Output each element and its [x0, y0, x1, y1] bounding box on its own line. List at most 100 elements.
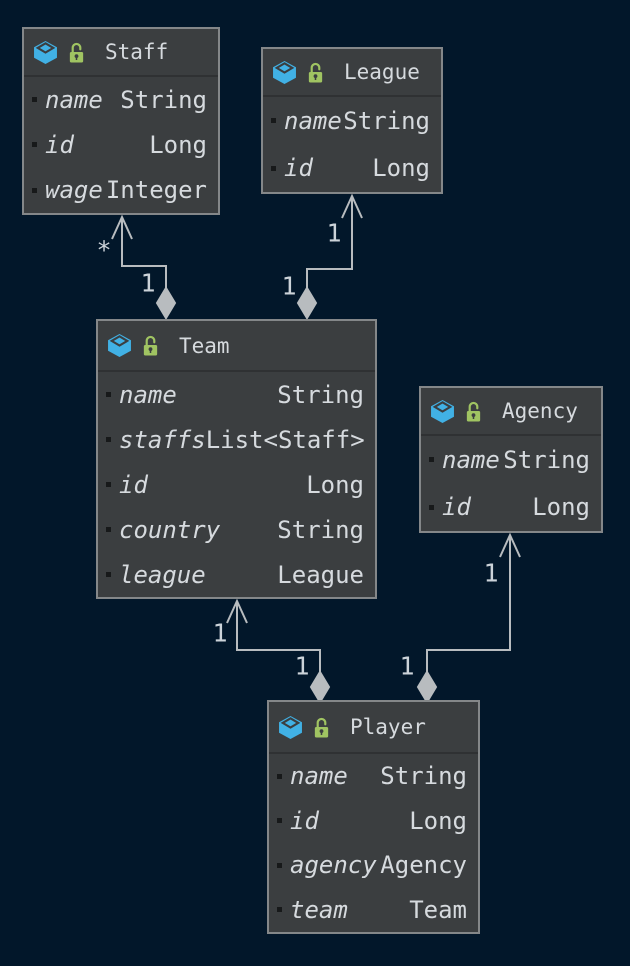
entity-title: Agency [502, 399, 578, 423]
entity-fields: name String id Long [421, 436, 601, 531]
entity-header[interactable]: League [263, 49, 441, 97]
multiplicity-label: 1 [140, 268, 156, 298]
field-row[interactable]: name String [263, 97, 441, 145]
aggregation-diamond-icon [155, 286, 177, 320]
field-name: name [290, 762, 348, 791]
entity-team[interactable]: Team name String staffs List<Staff> id L… [96, 319, 377, 599]
open-arrowhead-icon [341, 193, 363, 219]
field-name: team [290, 895, 348, 924]
field-name: name [119, 380, 177, 409]
field-name: id [290, 806, 319, 835]
field-row[interactable]: agency Agency [269, 843, 478, 888]
field-type: Long [149, 130, 207, 159]
entity-title: League [344, 60, 420, 84]
entity-fields: name String id Long wage Integer [24, 77, 218, 213]
aggregation-diamond-icon [309, 670, 331, 704]
field-bullet-icon [277, 862, 282, 868]
edge-player-team[interactable] [226, 598, 331, 704]
entity-staff[interactable]: Staff name String id Long wage Integer [22, 27, 220, 215]
field-bullet-icon [106, 392, 111, 397]
multiplicity-label: 1 [281, 271, 297, 301]
field-type: String [380, 762, 467, 791]
entity-header[interactable]: Team [98, 321, 375, 372]
field-type: String [277, 515, 364, 544]
field-name: id [119, 470, 148, 499]
field-type: Long [532, 493, 590, 522]
field-name: wage [45, 176, 103, 205]
field-row[interactable]: id Long [98, 462, 375, 507]
aggregation-diamond-icon [416, 670, 438, 704]
entity-title: Player [350, 715, 426, 739]
unlocked-icon [466, 401, 481, 421]
field-name: id [45, 130, 74, 159]
field-bullet-icon [277, 907, 282, 913]
unlocked-icon [143, 335, 158, 356]
field-row[interactable]: name String [421, 436, 601, 484]
field-row[interactable]: id Long [421, 484, 601, 532]
field-row[interactable]: name String [24, 77, 218, 122]
field-row[interactable]: country String [98, 507, 375, 552]
open-arrowhead-icon [499, 532, 521, 558]
field-row[interactable]: team Team [269, 888, 478, 933]
field-bullet-icon [106, 482, 111, 487]
entity-title: Team [179, 333, 230, 358]
unlocked-icon [69, 42, 84, 62]
field-bullet-icon [32, 97, 37, 103]
multiplicity-label: 1 [212, 618, 228, 648]
field-bullet-icon [106, 437, 111, 442]
edge-player-agency[interactable] [416, 532, 521, 704]
field-name: name [45, 85, 103, 114]
field-bullet-icon [277, 773, 282, 779]
field-row[interactable]: wage Integer [24, 168, 218, 213]
unlocked-icon [308, 62, 323, 82]
class-icon [108, 334, 131, 357]
field-row[interactable]: id Long [269, 799, 478, 844]
field-row[interactable]: id Long [263, 145, 441, 193]
multiplicity-label: * [96, 235, 112, 265]
edge-team-league[interactable] [296, 193, 363, 320]
entity-header[interactable]: Player [269, 702, 478, 754]
field-bullet-icon [429, 504, 434, 510]
multiplicity-label: 1 [483, 558, 499, 588]
field-type: Long [306, 470, 364, 499]
field-bullet-icon [32, 187, 37, 193]
entity-fields: name String staffs List<Staff> id Long c… [98, 372, 375, 597]
field-type: Long [372, 154, 430, 183]
field-type: Integer [105, 176, 207, 205]
field-bullet-icon [429, 457, 434, 463]
field-name: staffs [119, 425, 206, 454]
class-icon [273, 60, 296, 84]
field-name: id [284, 154, 313, 183]
field-row[interactable]: league League [98, 552, 375, 597]
entity-title: Staff [105, 40, 169, 64]
field-name: id [442, 493, 471, 522]
field-row[interactable]: name String [269, 754, 478, 799]
multiplicity-label: 1 [294, 651, 310, 681]
entity-header[interactable]: Staff [24, 29, 218, 77]
field-name: agency [290, 851, 377, 880]
field-bullet-icon [32, 142, 37, 148]
field-name: league [119, 560, 206, 589]
field-row[interactable]: id Long [24, 122, 218, 167]
field-row[interactable]: name String [98, 372, 375, 417]
entity-league[interactable]: League name String id Long [261, 47, 443, 194]
field-type: Agency [380, 851, 467, 880]
field-type: String [120, 85, 207, 114]
field-name: name [442, 445, 500, 474]
entity-player[interactable]: Player name String id Long agency Agency… [267, 700, 480, 934]
entity-header[interactable]: Agency [421, 388, 601, 436]
entity-agency[interactable]: Agency name String id Long [419, 386, 603, 533]
field-bullet-icon [106, 527, 111, 532]
field-type: String [503, 445, 590, 474]
field-bullet-icon [106, 572, 111, 577]
field-type: List<Staff> [205, 425, 365, 454]
class-icon [431, 399, 454, 423]
field-type: String [277, 380, 364, 409]
class-icon [279, 715, 302, 739]
field-row[interactable]: staffs List<Staff> [98, 417, 375, 462]
field-type: League [277, 560, 364, 589]
open-arrowhead-icon [226, 598, 248, 624]
edge-team-staff[interactable] [111, 214, 177, 320]
class-icon [34, 40, 57, 64]
